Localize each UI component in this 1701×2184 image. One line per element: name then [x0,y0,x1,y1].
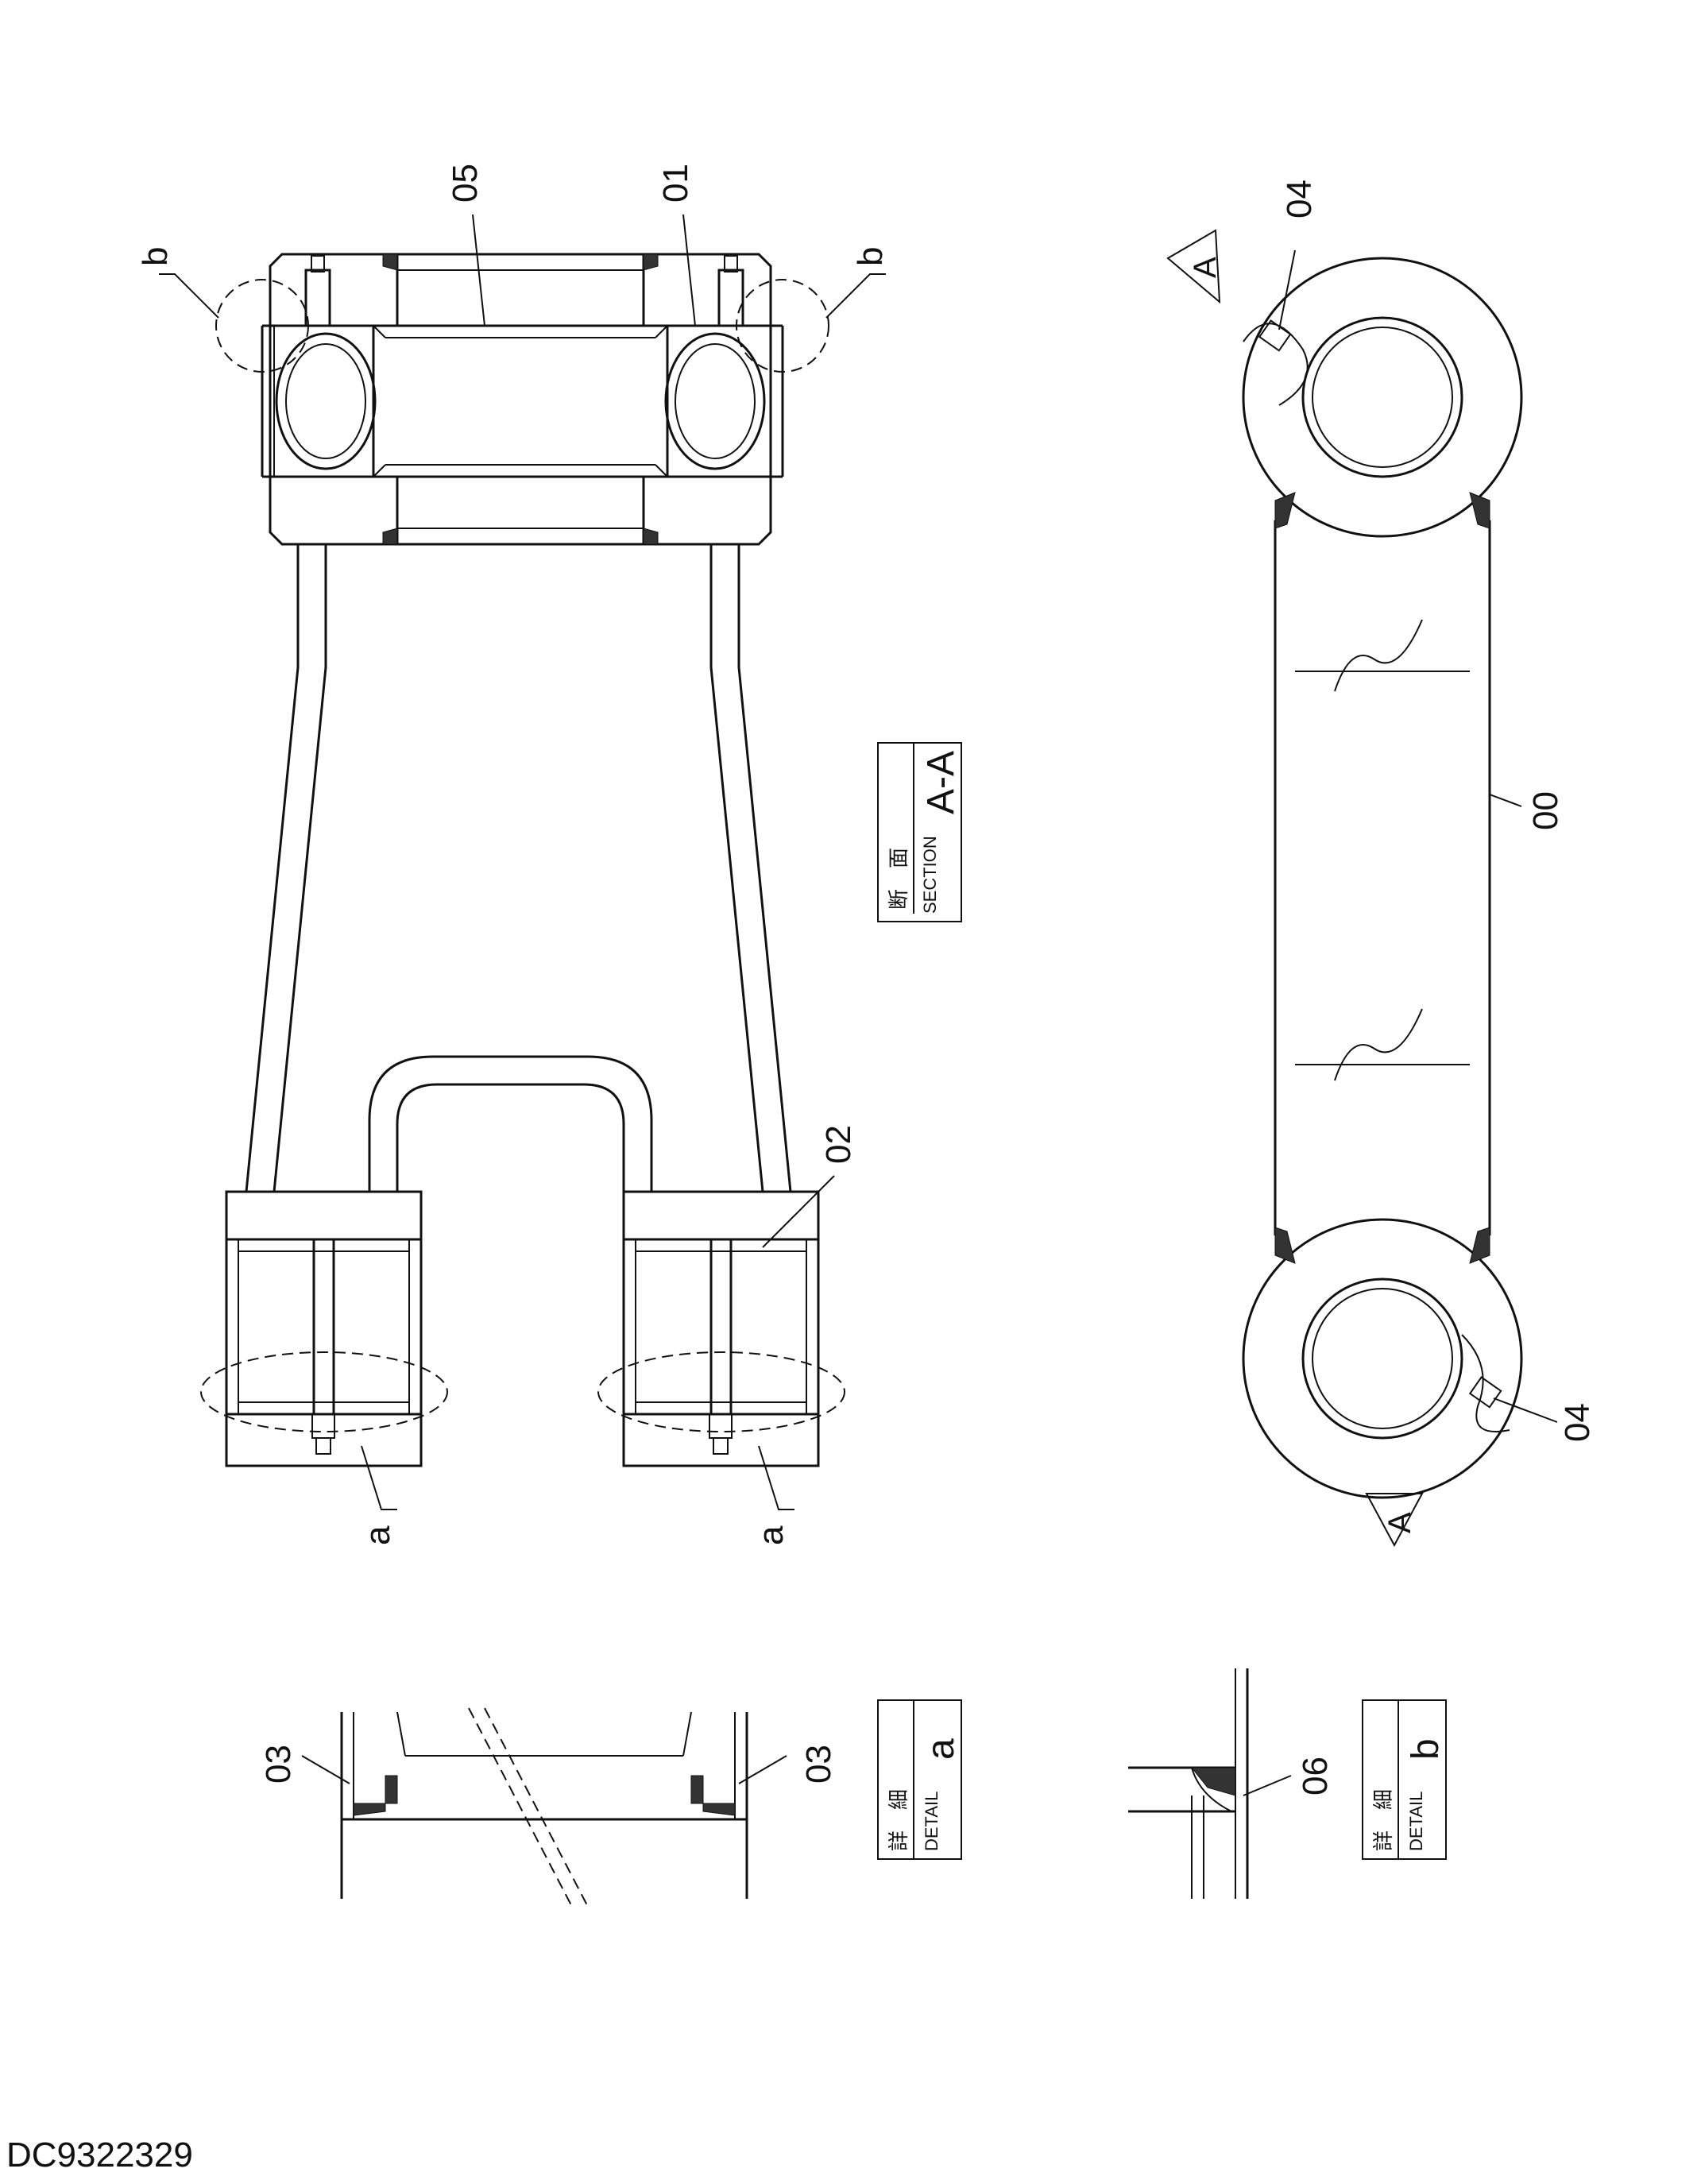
section-arrow-bottom-label: A [1382,1512,1417,1533]
callout-04-bottom: 04 [1558,1403,1597,1442]
detail-b-box-id: b [1405,1738,1447,1760]
callout-05: 05 [446,164,485,203]
detail-a-label-box [877,1699,962,1860]
callout-02: 02 [819,1125,858,1164]
callout-06: 06 [1296,1757,1335,1796]
detail-marker-b-left: b [136,247,175,266]
section-leaders [159,214,886,1510]
callout-04-top: 04 [1280,180,1319,218]
section-box-en: SECTION [920,836,940,914]
detail-b-box-jp: 詳 細 [1371,1789,1395,1851]
detail-marker-b-right: b [851,247,890,266]
callout-00: 00 [1526,791,1565,830]
section-label-box [877,742,962,922]
section-view [200,253,845,1467]
drawing-id: DC9322329 [6,2136,193,2174]
detail-a-box-jp: 詳 細 [887,1789,910,1851]
detail-marker-a-left: a [358,1525,397,1545]
callout-01: 01 [656,164,695,203]
detail-a-view [340,1707,748,1908]
detail-a-box-en: DETAIL [922,1792,941,1851]
section-box-id: A-A [920,751,962,814]
detail-a-box-id: a [920,1738,962,1760]
detail-b-leaders [1243,1775,1292,1796]
callout-03-left: 03 [259,1745,298,1784]
callout-03-right: 03 [799,1745,838,1784]
section-box-jp: 断 面 [887,848,910,910]
detail-a-leaders [301,1755,787,1784]
detail-b-box-en: DETAIL [1406,1792,1426,1851]
detail-b-label-box [1362,1699,1447,1860]
detail-b-view [1128,1668,1249,1899]
elevation-leaders [1278,249,1558,1423]
link-elevation [1166,229,1523,1548]
detail-marker-a-right: a [752,1525,791,1545]
section-arrow-top-label: A [1188,257,1223,278]
